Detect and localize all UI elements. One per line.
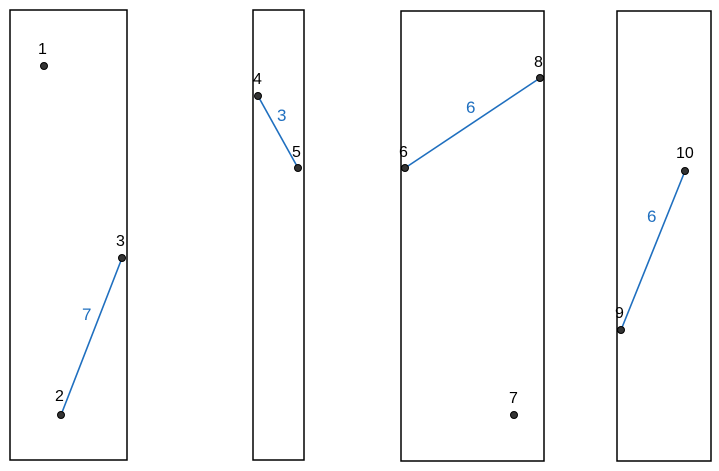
panel-4 <box>616 10 712 462</box>
node-label-1: 1 <box>38 41 47 58</box>
node-9 <box>617 326 625 334</box>
panel-3 <box>400 10 545 462</box>
node-3 <box>118 254 126 262</box>
node-label-6: 6 <box>399 144 408 161</box>
node-6 <box>401 164 409 172</box>
edge-4-5 <box>257 95 299 169</box>
node-7 <box>510 411 518 419</box>
node-5 <box>294 164 302 172</box>
edge-label-6-8: 6 <box>466 98 475 117</box>
node-label-8: 8 <box>534 54 543 71</box>
node-label-2: 2 <box>55 388 64 405</box>
node-label-9: 9 <box>615 305 624 322</box>
node-4 <box>254 92 262 100</box>
panel-1 <box>9 9 128 461</box>
edge-9-10 <box>620 170 686 331</box>
edge-6-8 <box>404 77 541 169</box>
node-1 <box>40 62 48 70</box>
node-label-5: 5 <box>292 144 301 161</box>
node-label-4: 4 <box>253 71 262 88</box>
node-8 <box>536 74 544 82</box>
node-label-10: 10 <box>676 145 694 162</box>
node-2 <box>57 411 65 419</box>
node-10 <box>681 167 689 175</box>
panel-2 <box>252 9 305 461</box>
edge-label-4-5: 3 <box>277 106 286 125</box>
node-label-3: 3 <box>116 233 125 250</box>
edge-label-9-10: 6 <box>647 207 656 226</box>
edge-label-2-3: 7 <box>82 305 91 324</box>
node-label-7: 7 <box>509 390 518 407</box>
edge-2-3 <box>60 257 123 416</box>
